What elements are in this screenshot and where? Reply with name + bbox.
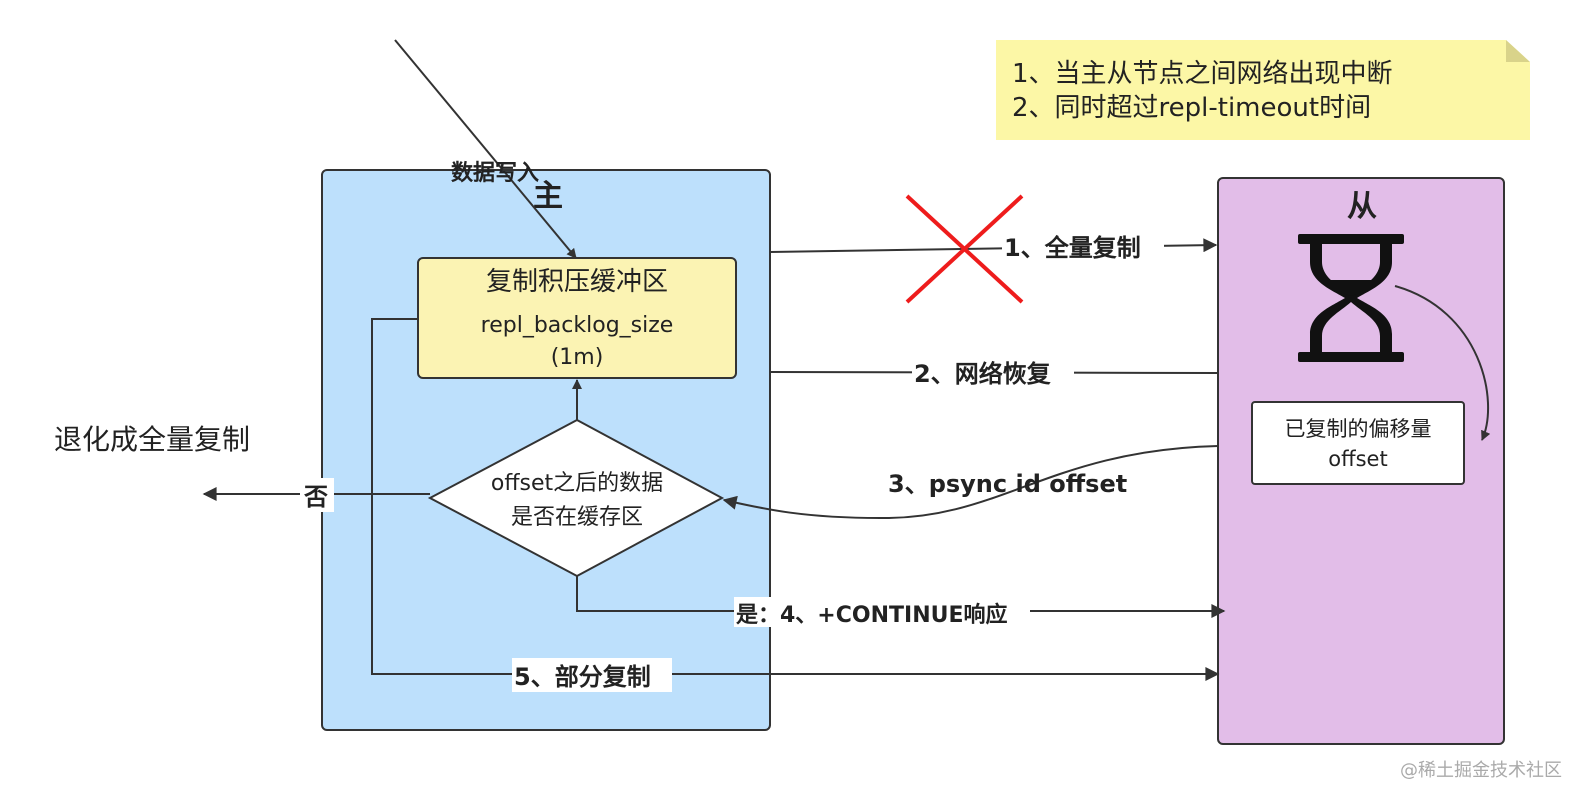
slave-title: 从 [1347,189,1377,224]
continue-label: 是：4、+CONTINUE响应 [736,602,1008,628]
decision-line-1: offset之后的数据 [491,471,663,496]
note-line-2: 2、同时超过repl-timeout时间 [1012,93,1371,123]
backlog-size-value: (1m) [551,345,604,370]
watermark: @稀土掘金技术社区 [1400,760,1562,781]
backlog-size: repl_backlog_size [481,313,674,338]
degrade-label: 退化成全量复制 [54,423,250,456]
hourglass-icon [1298,234,1404,362]
sticky-note: 1、当主从节点之间网络出现中断 2、同时超过repl-timeout时间 [996,40,1530,140]
full-sync-label: 1、全量复制 [1004,234,1141,262]
write-label: 数据写入 [451,160,539,186]
network-restore-label: 2、网络恢复 [914,360,1052,388]
psync-label: 3、psync id offset [888,470,1127,498]
partial-copy-line [371,318,1220,681]
offset-box-line-2: offset [1328,447,1387,471]
decision-line-2: 是否在缓存区 [511,505,643,530]
note-line-1: 1、当主从节点之间网络出现中断 [1012,59,1393,89]
no-label: 否 [303,483,328,511]
hourglass-to-offset-arrow [1394,285,1491,441]
offset-box: 已复制的偏移量 offset [1251,401,1465,485]
write-arrow [394,39,577,259]
master-title: 主 [533,179,563,214]
partial-copy-label: 5、部分复制 [514,663,651,691]
backlog-buffer: 复制积压缓冲区 repl_backlog_size (1m) [417,257,737,379]
backlog-title: 复制积压缓冲区 [486,267,668,297]
red-cross-icon [905,194,1024,304]
offset-box-line-1: 已复制的偏移量 [1285,417,1432,441]
psync-line [722,445,1219,520]
